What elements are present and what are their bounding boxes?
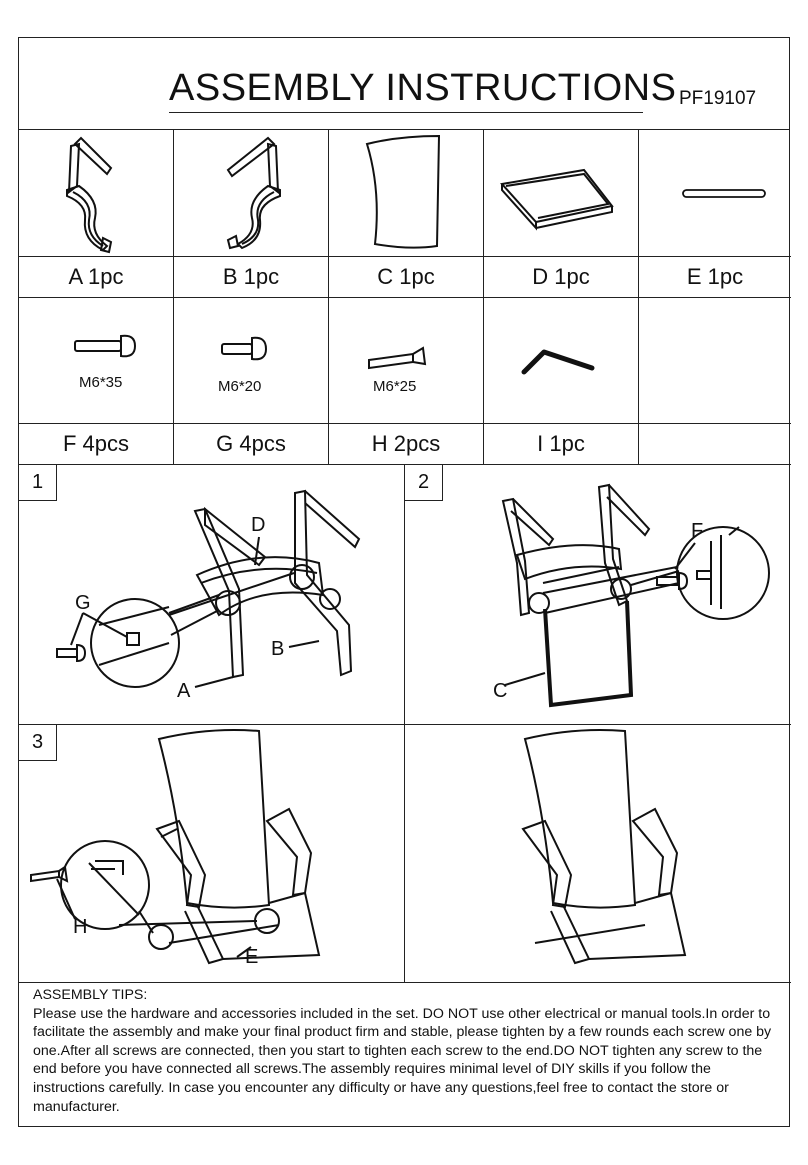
step-2-diagram: F C bbox=[493, 483, 770, 708]
hardware-f-cell: M6*35 bbox=[19, 298, 174, 424]
cross-tube-icon bbox=[682, 189, 766, 198]
hardware-g-label: G 4pcs bbox=[174, 424, 329, 465]
step-number: 2 bbox=[405, 465, 443, 501]
hardware-g-spec: M6*20 bbox=[218, 378, 262, 395]
part-e-label: E 1pc bbox=[639, 257, 791, 298]
header: ASSEMBLY INSTRUCTIONS PF19107 bbox=[19, 38, 789, 130]
hardware-h-cell: M6*25 bbox=[329, 298, 484, 424]
callout-f: F bbox=[691, 520, 703, 542]
title-underline bbox=[169, 112, 643, 113]
armrest-frame-left-icon bbox=[66, 136, 113, 254]
callout-a: A bbox=[177, 680, 191, 702]
bolt-icon bbox=[221, 336, 268, 361]
hardware-g-cell: M6*20 bbox=[174, 298, 329, 424]
step-3-panel: 3 bbox=[19, 725, 405, 983]
finished-chair-diagram bbox=[521, 729, 687, 965]
callout-b: B bbox=[271, 638, 284, 660]
part-d-cell bbox=[484, 130, 639, 257]
part-c-cell bbox=[329, 130, 484, 257]
part-a-cell bbox=[19, 130, 174, 257]
tips-body: Please use the hardware and accessories … bbox=[33, 1005, 772, 1115]
seat-frame-icon bbox=[500, 168, 614, 231]
step-1-panel: 1 bbox=[19, 465, 405, 725]
instruction-sheet: ASSEMBLY INSTRUCTIONS PF19107 bbox=[18, 37, 791, 1127]
part-a-label: A 1pc bbox=[19, 257, 174, 298]
hardware-f-label: F 4pcs bbox=[19, 424, 174, 465]
callout-h: H bbox=[73, 916, 87, 938]
hardware-h-label: H 2pcs bbox=[329, 424, 484, 465]
hardware-h-spec: M6*25 bbox=[373, 378, 417, 395]
callout-g: G bbox=[75, 592, 91, 614]
hardware-empty-label bbox=[639, 424, 791, 465]
flat-head-bolt-icon bbox=[368, 346, 427, 370]
hardware-empty-cell bbox=[639, 298, 791, 424]
bolt-icon bbox=[74, 334, 137, 358]
callout-d: D bbox=[251, 514, 265, 536]
step-2-panel: 2 bbox=[405, 465, 791, 725]
finished-chair-panel bbox=[405, 725, 791, 983]
callout-e: E bbox=[245, 946, 258, 968]
step-1-diagram: D G B A bbox=[56, 489, 361, 702]
part-c-label: C 1pc bbox=[329, 257, 484, 298]
hardware-i-label: I 1pc bbox=[484, 424, 639, 465]
hardware-f-spec: M6*35 bbox=[79, 374, 123, 391]
part-b-label: B 1pc bbox=[174, 257, 329, 298]
callout-c: C bbox=[493, 680, 507, 702]
allen-key-icon bbox=[521, 349, 595, 375]
page-title: ASSEMBLY INSTRUCTIONS bbox=[169, 67, 677, 109]
part-e-cell bbox=[639, 130, 791, 257]
part-b-cell bbox=[174, 130, 329, 257]
armrest-frame-right-icon bbox=[226, 136, 281, 250]
tips-title: ASSEMBLY TIPS: bbox=[33, 987, 148, 1003]
step-3-diagram: H E bbox=[30, 729, 321, 968]
step-number: 3 bbox=[19, 725, 57, 761]
product-code: PF19107 bbox=[679, 88, 757, 109]
step-number: 1 bbox=[19, 465, 57, 501]
hardware-i-cell bbox=[484, 298, 639, 424]
part-d-label: D 1pc bbox=[484, 257, 639, 298]
assembly-tips: ASSEMBLY TIPS: Please use the hardware a… bbox=[33, 986, 778, 1116]
sling-back-icon bbox=[365, 134, 441, 249]
